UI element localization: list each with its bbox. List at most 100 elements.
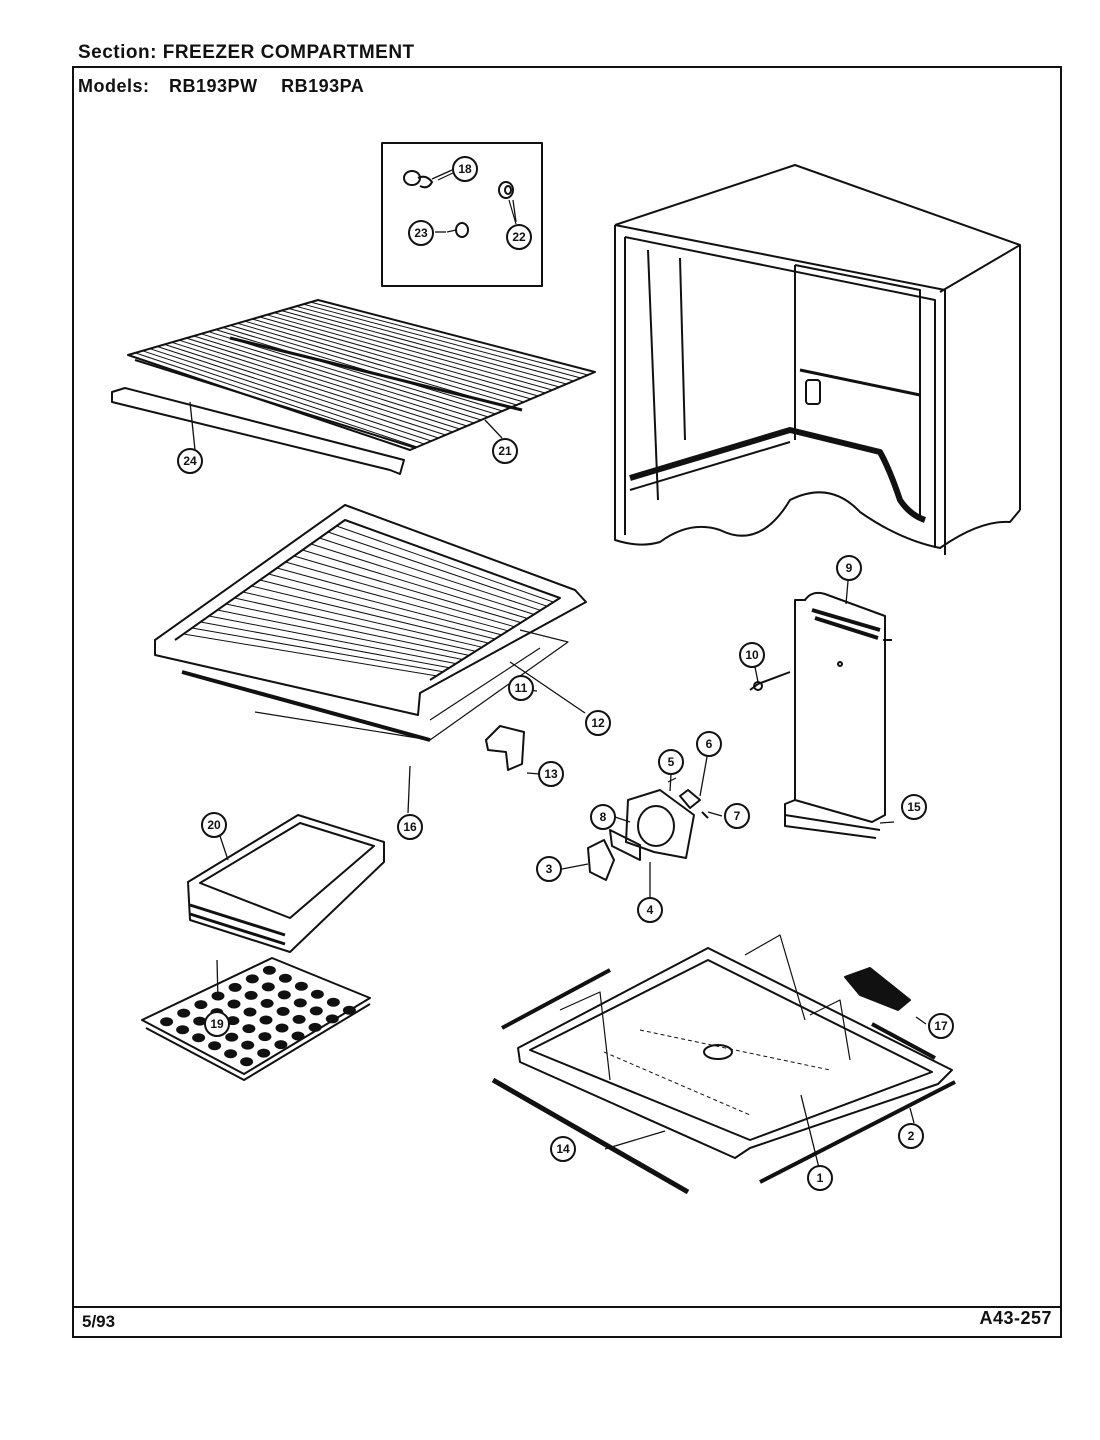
ice-cell <box>176 1025 190 1035</box>
callout-17: 17 <box>928 1013 954 1039</box>
callout-number: 8 <box>600 810 607 824</box>
callout-15: 15 <box>901 794 927 820</box>
ice-cell <box>160 1017 174 1027</box>
callout-18: 18 <box>452 156 478 182</box>
evaporator-cover <box>749 591 892 839</box>
section-title: Section: FREEZER COMPARTMENT <box>78 42 415 64</box>
callout-circle <box>177 448 203 474</box>
callout-21: 21 <box>492 438 518 464</box>
ice-cell <box>225 1032 239 1042</box>
callout-circle <box>590 804 616 830</box>
ice-cell <box>193 1016 207 1026</box>
callout-number: 14 <box>556 1142 570 1156</box>
ice-cell <box>276 1006 290 1016</box>
callout-10: 10 <box>739 642 765 668</box>
ice-cell <box>244 990 258 1000</box>
fan-assembly <box>587 777 709 881</box>
callout-number: 17 <box>934 1019 948 1033</box>
callout-5: 5 <box>658 749 684 775</box>
callout-23: 23 <box>408 220 434 246</box>
callout-number: 11 <box>515 681 528 695</box>
callout-circle <box>538 761 564 787</box>
callout-circle <box>536 856 562 882</box>
callout-number: 15 <box>907 800 921 814</box>
models-label: Models: <box>78 76 150 96</box>
crisper-cover <box>154 504 587 742</box>
callout-number: 10 <box>745 648 759 662</box>
callout-7: 7 <box>724 803 750 829</box>
callout-circle <box>637 897 663 923</box>
callout-circle <box>452 156 478 182</box>
callout-9: 9 <box>836 555 862 581</box>
ice-cell <box>228 982 242 992</box>
freezer-liner <box>491 934 956 1195</box>
freezer-pan <box>187 814 385 953</box>
ice-cell <box>259 1015 273 1025</box>
freezer-cabinet <box>614 164 1021 555</box>
callout-number: 23 <box>414 226 428 240</box>
callout-3: 3 <box>536 856 562 882</box>
callout-number: 24 <box>183 454 197 468</box>
callout-circle <box>492 438 518 464</box>
callout-number: 20 <box>207 818 221 832</box>
footer-divider <box>72 1306 1062 1308</box>
ice-cell <box>258 1032 272 1042</box>
callout-number: 16 <box>403 820 417 834</box>
ice-cell <box>309 1006 323 1016</box>
section-value: FREEZER COMPARTMENT <box>162 42 415 63</box>
callout-circle <box>585 710 611 736</box>
callout-16: 16 <box>397 814 423 840</box>
callout-circle <box>508 675 534 701</box>
diagram-frame <box>72 66 1062 1338</box>
callout-13: 13 <box>538 761 564 787</box>
ice-cell <box>262 965 276 975</box>
callout-circle <box>506 224 532 250</box>
ice-cell <box>257 1048 271 1058</box>
callout-20: 20 <box>201 812 227 838</box>
ice-cell <box>208 1041 222 1051</box>
model-number: RB193PW <box>169 76 258 96</box>
leader-lines <box>189 169 927 1169</box>
ice-cell <box>224 1049 238 1059</box>
ice-cell <box>294 981 308 991</box>
model-number: RB193PA <box>281 76 365 96</box>
ice-cell <box>192 1033 206 1043</box>
diagram-code: A43-257 <box>979 1308 1052 1328</box>
callout-circle <box>550 1136 576 1162</box>
ice-cell <box>261 982 275 992</box>
callout-number: 2 <box>908 1129 915 1143</box>
callout-12: 12 <box>585 710 611 736</box>
callout-circle <box>204 1011 230 1037</box>
callout-circle <box>807 1165 833 1191</box>
callout-circle <box>397 814 423 840</box>
callout-number: 1 <box>817 1171 824 1185</box>
ice-cell <box>245 974 259 984</box>
ice-cell <box>241 1040 255 1050</box>
callout-6: 6 <box>696 731 722 757</box>
callout-circle <box>836 555 862 581</box>
bracket-part-13 <box>485 725 525 771</box>
ice-cell <box>310 989 324 999</box>
callout-number: 4 <box>647 903 654 917</box>
callout-number: 19 <box>210 1017 224 1031</box>
callout-number: 3 <box>546 862 553 876</box>
ice-cell <box>326 997 340 1007</box>
callout-circle <box>658 749 684 775</box>
callout-number: 9 <box>846 561 853 575</box>
ice-cell <box>325 1014 339 1024</box>
ice-cell <box>274 1040 288 1050</box>
ice-cell <box>292 1014 306 1024</box>
callout-number: 21 <box>498 444 512 458</box>
callout-2: 2 <box>898 1123 924 1149</box>
ice-cell <box>275 1023 289 1033</box>
ice-cell <box>260 998 274 1008</box>
callout-19: 19 <box>204 1011 230 1037</box>
callout-number: 18 <box>458 162 472 176</box>
callout-11: 11 <box>508 675 534 701</box>
callout-circle <box>724 803 750 829</box>
models-line: Models: RB193PW RB193PA <box>78 76 382 97</box>
ice-cell <box>243 1007 257 1017</box>
callout-number: 5 <box>668 755 675 769</box>
callout-22: 22 <box>506 224 532 250</box>
